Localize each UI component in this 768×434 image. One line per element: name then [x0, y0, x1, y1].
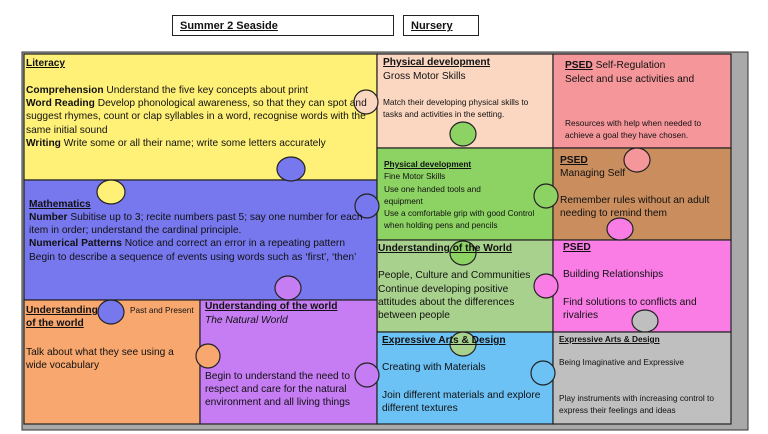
knob — [96, 179, 126, 205]
word-reading-label: Word Reading — [26, 98, 95, 110]
utw-people-title: Understanding of the World — [378, 243, 512, 254]
psed-relationships-title: PSED — [563, 242, 591, 253]
psed-relationships-subtitle: Building Relationships — [563, 269, 664, 280]
ead-imaginative-text: Play instruments with increasing control… — [559, 393, 714, 415]
knob — [530, 360, 556, 386]
psed-self-reg-text-block: PSED Self-Regulation Select and use acti… — [565, 57, 727, 145]
physical-fine-subtitle: Fine Motor Skills — [384, 171, 446, 181]
knob — [276, 156, 306, 182]
ead-imaginative-subtitle: Being Imaginative and Expressive — [559, 357, 684, 367]
patterns-text: Notice and correct an error in a repeati… — [124, 238, 345, 250]
knob — [354, 193, 380, 219]
group-title: Nursery — [403, 15, 479, 36]
utw-people-text: Continue developing positive attitudes a… — [378, 284, 515, 322]
ead-materials-title: Expressive Arts & Design — [382, 335, 506, 346]
utw-past-text-block: Understanding of the world Past and Pres… — [26, 303, 198, 421]
knob — [353, 89, 379, 115]
utw-natural-title: Understanding of the world — [205, 301, 338, 312]
mathematics-body: Number Subitise up to 3; recite numbers … — [29, 211, 364, 264]
utw-natural-subtitle: The Natural World — [205, 315, 288, 326]
physical-fine-line1: Use one handed tools and equipment — [384, 184, 481, 206]
knob — [354, 362, 380, 388]
knob — [606, 217, 634, 241]
knob — [449, 331, 477, 357]
knob — [623, 147, 651, 173]
writing-text: Write some or all their name; write some… — [63, 137, 326, 149]
ead-materials-text-block: Expressive Arts & Design Creating with M… — [382, 333, 550, 421]
utw-people-subtitle: People, Culture and Communities — [378, 270, 531, 281]
mathematics-title: Mathematics — [29, 199, 91, 210]
ead-materials-text: Join different materials and explore dif… — [382, 390, 541, 415]
knob — [449, 240, 477, 266]
knob — [97, 299, 125, 325]
sequence-text: Begin to describe a sequence of events u… — [29, 251, 357, 263]
physical-gross-title: Physical development — [383, 57, 491, 68]
patterns-label: Numerical Patterns — [29, 238, 122, 250]
psed-managing-text: Remember rules without an adult needing … — [560, 195, 710, 220]
piece-mathematics — [23, 179, 378, 301]
utw-past-subtitle: Past and Present — [130, 305, 194, 315]
utw-past-title: Understanding of the world — [26, 305, 98, 330]
ead-imaginative-title: Expressive Arts & Design — [559, 334, 660, 344]
mathematics-text-block: Mathematics Number Subitise up to 3; rec… — [29, 196, 369, 298]
utw-people-text-block: Understanding of the World People, Cultu… — [378, 240, 550, 330]
piece-literacy — [23, 53, 378, 181]
literacy-text-block: Literacy Comprehension Understand the fi… — [26, 55, 371, 175]
physical-fine-title: Physical development — [384, 159, 472, 169]
utw-natural-text: Begin to understand the need to respect … — [205, 371, 351, 409]
literacy-body: Comprehension Understand the five key co… — [26, 84, 371, 150]
psed-self-reg-subtitle: Self-Regulation — [595, 60, 666, 71]
literacy-title: Literacy — [26, 58, 66, 69]
ead-imaginative-text-block: Expressive Arts & Design Being Imaginati… — [559, 333, 729, 421]
psed-managing-subtitle: Managing Self — [560, 168, 626, 179]
psed-self-reg-line1: Select and use activities and — [565, 74, 695, 85]
psed-relationships-text: Find solutions to conflicts and rivalrie… — [563, 297, 697, 322]
piece-ead-imaginative — [552, 331, 732, 425]
knob — [195, 343, 221, 369]
physical-fine-line2: Use a comfortable grip with good Control… — [384, 208, 535, 230]
knob — [631, 309, 659, 333]
piece-physical-fine — [376, 147, 554, 241]
psed-managing-text-block: PSED Managing Self Remember rules withou… — [560, 152, 726, 238]
comprehension-text: Understand the five key concepts about p… — [106, 85, 308, 96]
writing-label: Writing — [26, 137, 61, 149]
word-reading-text: Develop phonological awareness, so that … — [26, 98, 367, 136]
psed-relationships-text-block: PSED Building Relationships Find solutio… — [563, 241, 727, 329]
number-text: Subitise up to 3; recite numbers past 5;… — [29, 212, 363, 237]
psed-self-reg-text: Resources with help when needed to achie… — [565, 118, 702, 140]
term-title: Summer 2 Seaside — [172, 15, 394, 36]
utw-past-text: Talk about what they see using a wide vo… — [26, 347, 174, 372]
knob — [449, 121, 477, 147]
psed-self-reg-heading: PSED Self-Regulation — [565, 59, 727, 72]
ead-materials-subtitle: Creating with Materials — [382, 362, 486, 373]
number-label: Number — [29, 212, 68, 223]
psed-self-reg-title: PSED — [565, 60, 593, 71]
utw-natural-text-block: Understanding of the world The Natural W… — [205, 300, 375, 422]
psed-managing-title: PSED — [560, 155, 588, 166]
physical-gross-text: Match their developing physical skills t… — [383, 97, 529, 119]
physical-gross-subtitle: Gross Motor Skills — [383, 71, 466, 82]
physical-gross-text-block: Physical development Gross Motor Skills … — [383, 55, 551, 145]
knob — [274, 275, 302, 301]
knob — [533, 273, 559, 299]
piece-psed-self-reg — [552, 53, 732, 149]
comprehension-label: Comprehension — [26, 85, 104, 96]
physical-fine-text-block: Physical development Fine Motor Skills U… — [384, 158, 550, 238]
knob — [533, 183, 559, 209]
